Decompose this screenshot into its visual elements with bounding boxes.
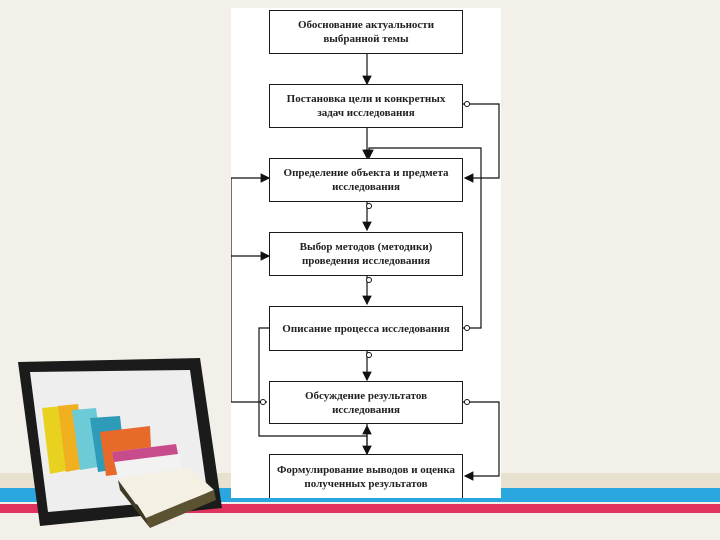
step-1-box: Обоснование актуальности выбранной темы (269, 10, 463, 54)
left-loop-outer (231, 178, 269, 402)
right-loop-bottom (463, 402, 499, 476)
step-4-box: Выбор методов (методики) проведения иссл… (269, 232, 463, 276)
step-2-box: Постановка цели и конкретных задач иссле… (269, 84, 463, 128)
step-3-box: Определение объекта и предмета исследова… (269, 158, 463, 202)
step-7-box: Формулирование выводов и оценка полученн… (269, 454, 463, 498)
tablet-books-illustration (0, 340, 240, 540)
flowchart-panel: Обоснование актуальности выбранной темы … (231, 8, 501, 498)
step-5-box: Описание процесса исследования (269, 306, 463, 351)
step-6-box: Обсуждение результатов исследования (269, 381, 463, 424)
